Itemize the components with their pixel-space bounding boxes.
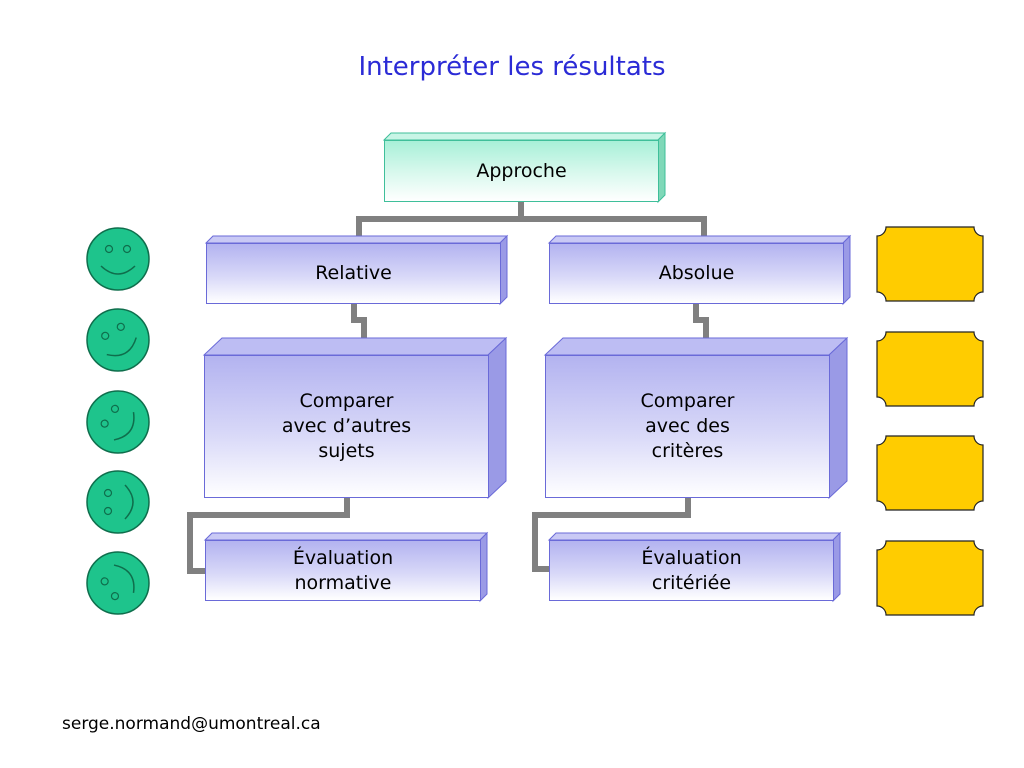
evaluation-normative-label: Évaluation normative [292, 546, 394, 594]
yellow-badge-icon [876, 226, 984, 302]
comparer-criteres-box: Comparer avec des critères [545, 355, 830, 498]
approche-label: Approche [476, 159, 567, 182]
yellow-badge-icon [876, 435, 984, 511]
evaluation-normative-box: Évaluation normative [205, 540, 481, 601]
evaluation-critériee-label: Évaluation critériée [641, 546, 742, 594]
evaluation-critériee-box: Évaluation critériée [549, 540, 834, 601]
relative-label: Relative [315, 262, 392, 284]
comparer-autres-label: Comparer avec d’autres sujets [281, 390, 412, 462]
smiley-face-icon [86, 227, 150, 291]
smiley-face-icon [86, 470, 150, 534]
absolue-box: Absolue [549, 243, 844, 304]
footer-email: serge.normand@umontreal.ca [62, 714, 321, 734]
absolue-label: Absolue [658, 262, 735, 284]
yellow-badge-icon [876, 540, 984, 616]
smiley-face-icon [86, 551, 150, 615]
slide-title: Interpréter les résultats [358, 52, 666, 82]
relative-box: Relative [206, 243, 501, 304]
comparer-autres-box: Comparer avec d’autres sujets [204, 355, 489, 498]
smiley-face-icon [86, 308, 150, 372]
comparer-criteres-label: Comparer avec des critères [640, 390, 735, 462]
approche-box: Approche [384, 140, 659, 202]
smiley-face-icon [86, 390, 150, 454]
yellow-badge-icon [876, 331, 984, 407]
